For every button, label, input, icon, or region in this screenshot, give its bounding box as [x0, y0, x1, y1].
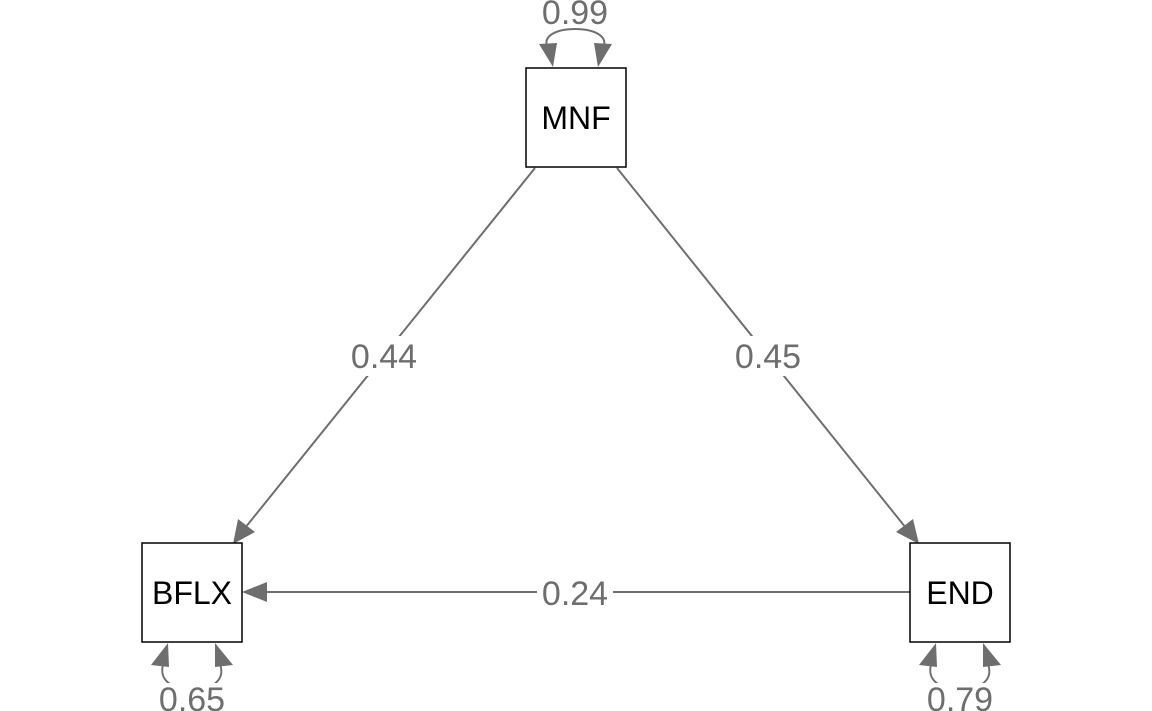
residual-variance-mnf: 0.99 — [542, 0, 608, 32]
arrowhead-icon — [983, 643, 1001, 667]
node-label-bflx: BFLX — [152, 575, 232, 611]
node-label-mnf: MNF — [541, 100, 610, 136]
residual-variance-end: 0.79 — [927, 681, 993, 711]
residual-loop-bflx: 0.65 — [151, 643, 233, 711]
path-coefficient-mnf-end: 0.45 — [735, 338, 801, 376]
arrowhead-icon — [896, 519, 919, 544]
path-coefficient-mnf-bflx: 0.44 — [351, 338, 417, 376]
path-end-to-bflx: 0.24 — [242, 572, 910, 613]
path-mnf-to-bflx: 0.44 — [233, 167, 536, 544]
arrowhead-icon — [594, 43, 612, 67]
arrowhead-icon — [242, 582, 267, 602]
arrowhead-icon — [539, 43, 557, 67]
path-mnf-to-end: 0.45 — [616, 167, 919, 544]
node-mnf: MNF — [525, 67, 627, 168]
node-box-end — [909, 542, 1011, 643]
node-box-bflx — [141, 542, 243, 643]
node-box-mnf — [525, 67, 627, 168]
path-coefficient-end-bflx: 0.24 — [542, 575, 608, 613]
node-label-end: END — [926, 575, 994, 611]
arrowhead-icon — [215, 643, 233, 667]
residual-loop-mnf: 0.99 — [538, 0, 612, 67]
arrowhead-icon — [151, 643, 169, 667]
residual-variance-bflx: 0.65 — [159, 681, 225, 711]
arrowhead-icon — [233, 519, 255, 544]
node-bflx: BFLX — [141, 542, 243, 643]
node-end: END — [909, 542, 1011, 643]
residual-loop-end: 0.79 — [919, 643, 1001, 711]
arrowhead-icon — [919, 643, 937, 667]
